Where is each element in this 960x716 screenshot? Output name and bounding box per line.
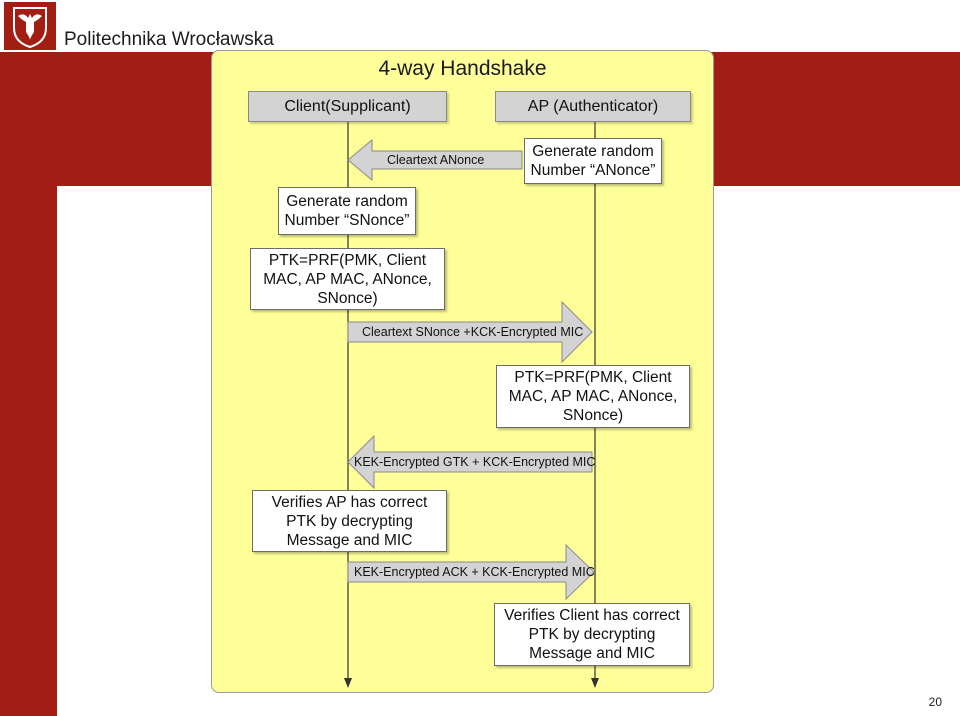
message-3-label: KEK-Encrypted GTK + KCK-Encrypted MIC [354, 455, 596, 469]
message-2-label: Cleartext SNonce +KCK-Encrypted MIC [362, 325, 584, 339]
client-generate-snonce-box: Generate random Number “SNonce” [278, 187, 416, 235]
client-verify-box: Verifies AP has correct PTK by decryptin… [252, 490, 447, 552]
university-logo [4, 2, 56, 50]
eagle-crest-icon [4, 2, 56, 50]
ap-header: AP (Authenticator) [495, 91, 691, 122]
university-name: Politechnika Wrocławska [64, 29, 274, 50]
message-2-arrow [347, 300, 593, 364]
ap-lifeline-arrowhead [591, 678, 599, 688]
message-4-arrow [347, 543, 595, 601]
header-bar [0, 0, 960, 52]
ap-verify-box: Verifies Client has correct PTK by decry… [494, 603, 690, 666]
client-header: Client(Supplicant) [248, 91, 447, 122]
left-band [0, 54, 57, 716]
page-number: 20 [928, 695, 942, 709]
message-4-label: KEK-Encrypted ACK + KCK-Encrypted MIC [354, 565, 595, 579]
client-ptk-box: PTK=PRF(PMK, Client MAC, AP MAC, ANonce,… [250, 248, 445, 310]
message-3-arrow [347, 434, 593, 490]
diagram-title: 4-way Handshake [378, 57, 547, 80]
ap-ptk-box: PTK=PRF(PMK, Client MAC, AP MAC, ANonce,… [496, 365, 690, 428]
message-1-arrow [347, 138, 523, 182]
ap-generate-anonce-box: Generate random Number “ANonce” [524, 138, 662, 184]
message-1-label: Cleartext ANonce [387, 153, 485, 167]
client-lifeline-arrowhead [344, 678, 352, 688]
